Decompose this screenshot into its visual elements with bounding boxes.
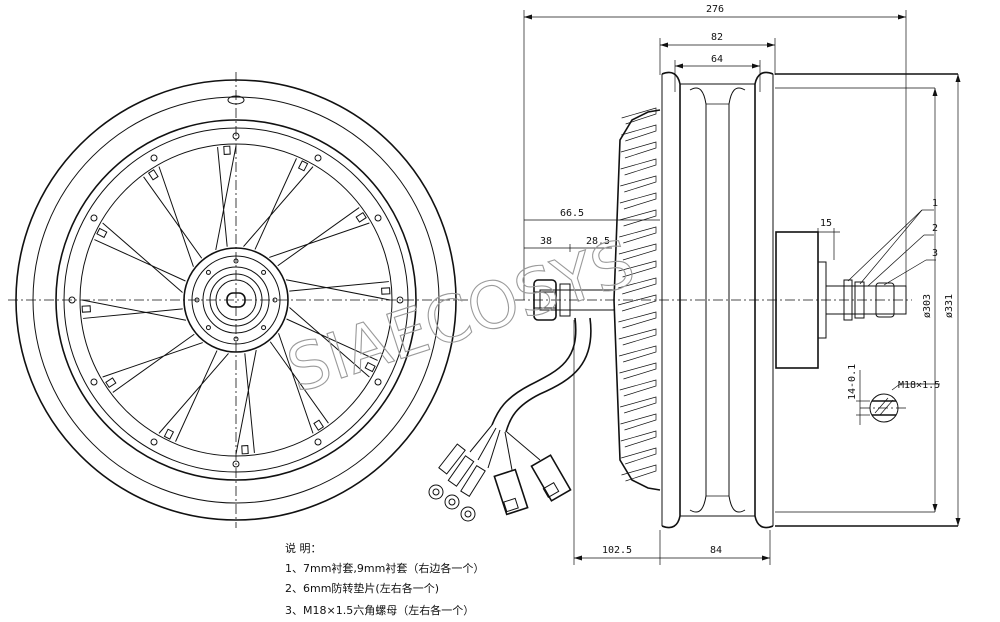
spoke [285, 279, 391, 301]
cooling-fin [620, 175, 657, 193]
spoke-tab [163, 428, 175, 440]
dim-thread: M18×1.5 [898, 380, 940, 391]
spoke-tab [297, 160, 309, 172]
spoke-tab [355, 211, 367, 223]
dim-inner-diameter: ø303 [922, 294, 933, 318]
cooling-fin [620, 413, 657, 431]
spoke [102, 333, 203, 393]
rim-outer-circle [55, 119, 417, 481]
cooling-fin [619, 345, 657, 363]
side-view: 276 82 64 [428, 4, 961, 565]
rim-bolt [150, 154, 158, 162]
spoke-tab [313, 419, 325, 431]
dim-flat-width: 14-0.1 [847, 364, 858, 400]
hall-connector-1 [493, 468, 529, 516]
dim-axle-seg-a: 38 [540, 236, 552, 247]
dim-rim-outer-width: 82 [711, 32, 723, 43]
ring-terminal-2 [444, 455, 475, 510]
dim-overall-width: 276 [706, 4, 724, 15]
rim-bolt [314, 438, 322, 446]
cable-inner [505, 317, 592, 433]
spoke [81, 299, 187, 321]
notes-heading: 说 明： [285, 541, 322, 555]
rim-bolt [314, 154, 322, 162]
cooling-fin [621, 447, 657, 465]
spoke-tab [241, 445, 249, 455]
ring-terminal-1 [428, 443, 466, 500]
watermark: SIAECOSYS [279, 226, 643, 407]
spoke-tab [364, 361, 376, 373]
cooling-fin [619, 379, 657, 397]
hall-connector-2 [530, 454, 572, 502]
hub-outer-circle [183, 247, 289, 353]
spoke-tab [81, 305, 91, 313]
rim-bolt [374, 378, 382, 386]
cooling-fin [620, 158, 657, 176]
dim-left-offset: 102.5 [602, 545, 632, 556]
spoke-set [81, 145, 391, 455]
cooling-fin [618, 311, 657, 329]
cooling-fin [621, 464, 657, 482]
rim-bolt [396, 296, 404, 304]
dim-axle-left: 66.5 [560, 208, 584, 219]
dim-right-offset: 84 [710, 545, 722, 556]
cooling-fin [618, 260, 657, 278]
spoke-tab [223, 145, 231, 155]
bearing-inner-circle [209, 273, 263, 327]
note-item-1: 1、7mm衬套,9mm衬套（右边各一个） [285, 561, 484, 575]
spoke [286, 307, 378, 378]
dim-axle-seg-b: 28.5 [586, 236, 610, 247]
spoke [215, 145, 237, 251]
hub-bolt [261, 325, 267, 331]
cooling-fin [620, 396, 657, 414]
note-item-3: 3、M18×1.5六角螺母（左右各一个） [285, 603, 474, 617]
spoke-tab [105, 377, 117, 389]
ring-terminal-3 [460, 464, 486, 522]
spoke-tab [147, 169, 159, 181]
spoke-tab [381, 287, 391, 295]
dim-rim-inner-width: 64 [711, 54, 723, 65]
spoke [269, 207, 370, 267]
cooling-fin [620, 430, 657, 448]
rim-bolt [150, 438, 158, 446]
rim-bolt [90, 214, 98, 222]
rim-bolt [374, 214, 382, 222]
cooling-fin [619, 226, 657, 244]
rim-bolt [232, 460, 240, 468]
cooling-fin [618, 328, 657, 346]
spoke-tab [96, 227, 108, 239]
cooling-fin [619, 192, 657, 210]
cooling-fin [621, 124, 657, 142]
dim-outer-diameter: ø331 [944, 294, 955, 318]
hub-bolt [205, 269, 211, 275]
spoke [269, 333, 329, 434]
notes-block: 说 明： 1、7mm衬套,9mm衬套（右边各一个） 2、6mm防转垫片(左右各一… [285, 541, 484, 617]
front-view [8, 72, 470, 528]
spoke [94, 222, 186, 293]
spoke [158, 350, 229, 442]
axle-flat-detail: 14-0.1 M18×1.5 [847, 364, 940, 425]
spoke [235, 349, 257, 455]
cooling-fin [620, 141, 657, 159]
note-item-2: 2、6mm防转垫片(左右各一个) [285, 581, 439, 595]
spoke [143, 166, 203, 267]
cooling-fin [619, 209, 657, 227]
spoke [243, 158, 314, 250]
cooling-fin [618, 243, 657, 261]
cooling-fin [621, 107, 657, 125]
cooling-fin [619, 362, 657, 380]
hub-bolt [261, 269, 267, 275]
dim-hub-step: 15 [820, 218, 832, 229]
cable-outer [491, 317, 577, 426]
hub-bolt [205, 325, 211, 331]
rim-bolt [90, 378, 98, 386]
cooling-fin [618, 277, 657, 295]
